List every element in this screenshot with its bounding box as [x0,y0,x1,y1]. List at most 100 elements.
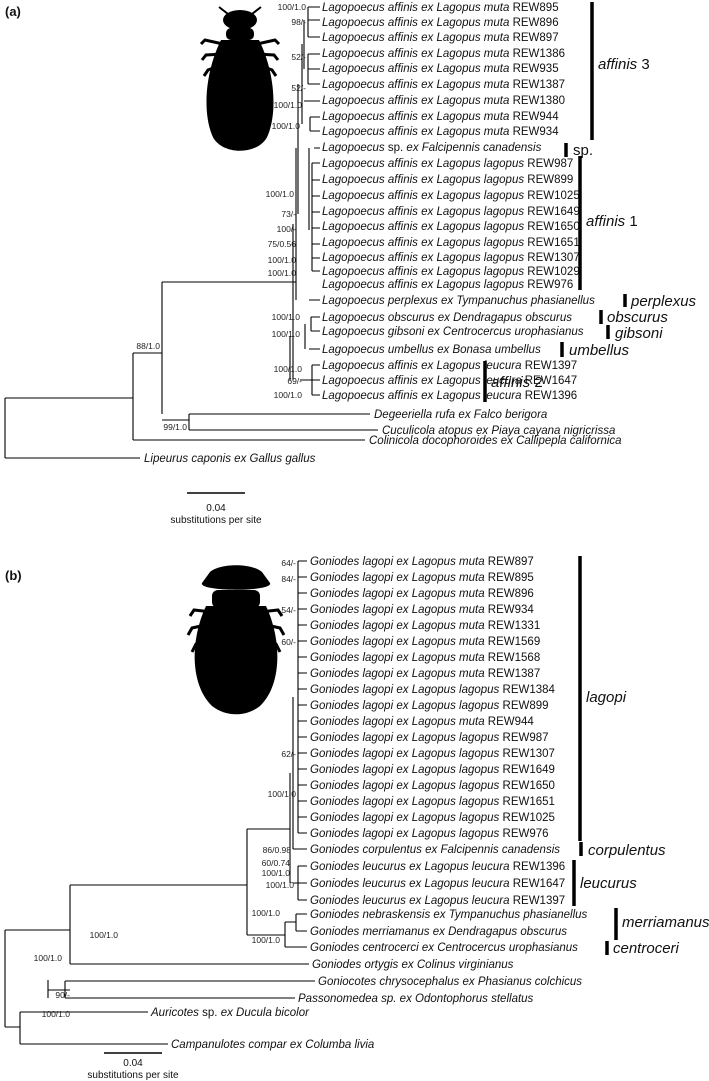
clade-label-perplexus: perplexus [630,293,697,310]
leaf-a-23: Lagopoecus umbellus ex Bonasa umbellus [322,344,541,356]
leaf-a-12: Lagopoecus affinis ex Lagopus lagopus RE… [322,174,573,186]
leaf-a-28: Cuculicola atopus ex Piaya cayana nigric… [382,425,615,437]
leaf-b-12: Goniodes lagopi ex Lagopus lagopus REW98… [310,732,549,744]
leaf-a-30: Lipeurus caponis ex Gallus gallus [144,453,316,465]
leaf-a-16: Lagopoecus affinis ex Lagopus lagopus RE… [322,237,580,249]
leaf-a-22: Lagopoecus gibsoni ex Centrocercus uroph… [322,326,584,338]
leaf-a-1: Lagopoecus affinis ex Lagopus muta REW89… [322,2,559,14]
tree-b-clades: lagopi corpulentus leucurus merriamanus … [572,556,709,957]
leaf-b-7: Goniodes lagopi ex Lagopus muta REW1568 [310,652,540,664]
support-b-7: 86/0.98 [263,845,292,855]
support-a-17: 69/- [287,376,302,386]
leaf-b-30: Campanulotes compar ex Columba livia [171,1039,374,1051]
leaf-a-24: Lagopoecus affinis ex Lagopus leucura RE… [322,360,577,372]
leaf-b-8: Goniodes lagopi ex Lagopus muta REW1387 [310,668,540,680]
support-b-12: 100/1.0 [252,935,281,945]
leaf-b-24: Goniodes merriamanus ex Dendragapus obsc… [310,926,567,938]
scale-caption-b: substitutions per site [87,1070,179,1081]
tree-a-branches [4,6,378,459]
leaf-b-15: Goniodes lagopi ex Lagopus lagopus REW16… [310,780,555,792]
support-b-5: 62/- [281,749,296,759]
tree-b-leaves: Goniodes lagopi ex Lagopus muta REW897 G… [150,556,588,1051]
support-a-13: 100/1.0 [272,312,301,322]
clade-label-obscurus: obscurus [607,309,668,326]
leaf-b-4: Goniodes lagopi ex Lagopus muta REW934 [310,604,534,616]
leaf-a-5: Lagopoecus affinis ex Lagopus muta REW93… [322,63,559,75]
support-a-4: 52/- [291,83,306,93]
support-b-6: 100/1.0 [268,789,297,799]
louse-silhouette-a [199,6,281,151]
support-a-5: 100/1.0 [274,100,303,110]
leaf-a-14: Lagopoecus affinis ex Lagopus lagopus RE… [322,206,580,218]
support-b-4: 60/- [281,637,296,647]
leaf-a-3: Lagopoecus affinis ex Lagopus muta REW89… [322,32,559,44]
support-b-1: 64/- [281,558,296,568]
leaf-b-19: Goniodes corpulentus ex Falcipennis cana… [310,844,560,856]
support-b-14: 100/1.0 [34,953,63,963]
support-a-7: 100/1.0 [266,189,295,199]
leaf-a-2: Lagopoecus affinis ex Lagopus muta REW89… [322,17,559,29]
leaf-a-26: Lagopoecus affinis ex Lagopus leucura RE… [322,390,577,402]
leaf-b-29: Auricotes sp. ex Ducula bicolor [150,1007,310,1019]
scale-caption-a: substitutions per site [170,515,262,526]
support-a-1: 100/1.0 [278,2,307,12]
support-a-14: 100/1.0 [272,329,301,339]
leaf-b-14: Goniodes lagopi ex Lagopus lagopus REW16… [310,764,555,776]
clade-label-centroceri: centroceri [613,940,680,957]
clade-label-affinis-3: affinis 3 [598,56,650,73]
support-b-2: 84/- [281,574,296,584]
support-a-9: 100/- [277,224,297,234]
support-a-15: 88/1.0 [136,341,160,351]
leaf-b-18: Goniodes lagopi ex Lagopus lagopus REW97… [310,828,549,840]
leaf-b-28: Passonomedea sp. ex Odontophorus stellat… [298,993,534,1005]
panel-a: (a) Lagopoecus affinis ex Lagopus muta [4,2,697,526]
leaf-a-15: Lagopoecus affinis ex Lagopus lagopus RE… [322,221,580,233]
leaf-a-19: Lagopoecus affinis ex Lagopus lagopus RE… [322,279,573,291]
scale-value-a: 0.04 [206,503,226,514]
support-b-11: 100/1.0 [252,908,281,918]
tree-b-branches [4,560,315,1045]
leaf-a-27: Degeeriella rufa ex Falco berigora [374,409,547,421]
leaf-b-21: Goniodes leucurus ex Lagopus leucura REW… [310,878,565,890]
clade-label-umbellus: umbellus [569,342,630,359]
leaf-b-10: Goniodes lagopi ex Lagopus lagopus REW89… [310,700,549,712]
leaf-a-25: Lagopoecus affinis ex Lagopus leucura RE… [322,375,577,387]
support-b-3: 54/- [281,605,296,615]
leaf-b-3: Goniodes lagopi ex Lagopus muta REW896 [310,588,534,600]
support-b-9: 100/1.0 [262,868,291,878]
clade-label-merriamanus: merriamanus [622,914,709,931]
clade-label-gibsoni: gibsoni [615,325,663,342]
tree-a-clades: affinis 3 sp. affinis 1 perplexus obscur… [483,2,697,402]
panel-b-label: (b) [5,568,22,583]
leaf-b-27: Goniocotes chrysocephalus ex Phasianus c… [318,976,582,988]
support-a-2: 98/- [291,17,306,27]
louse-silhouette-b [186,565,286,715]
leaf-a-29: Colinicola docophoroides ex Callipepla c… [369,435,622,447]
tree-a-leaves: Lagopoecus affinis ex Lagopus muta REW89… [144,2,622,465]
leaf-a-21: Lagopoecus obscurus ex Dendragapus obscu… [322,312,572,324]
leaf-b-26: Goniodes ortygis ex Colinus virginianus [312,959,514,971]
leaf-b-23: Goniodes nebraskensis ex Tympanuchus pha… [310,909,588,921]
support-a-3: 52/- [291,52,306,62]
leaf-a-7: Lagopoecus affinis ex Lagopus muta REW13… [322,95,565,107]
leaf-b-25: Goniodes centrocerci ex Centrocercus uro… [310,942,578,954]
leaf-b-5: Goniodes lagopi ex Lagopus muta REW1331 [310,620,540,632]
scale-bar-a: 0.04 substitutions per site [170,492,262,526]
support-a-12: 100/1.0 [268,268,297,278]
support-a-11: 100/1.0 [268,255,297,265]
support-a-8: 73/- [281,209,296,219]
leaf-a-8: Lagopoecus affinis ex Lagopus muta REW94… [322,111,559,123]
leaf-b-2: Goniodes lagopi ex Lagopus muta REW895 [310,572,534,584]
leaf-b-20: Goniodes leucurus ex Lagopus leucura REW… [310,861,565,873]
support-a-19: 99/1.0 [163,422,187,432]
support-b-10: 100/1.0 [266,880,295,890]
tree-a-supports: 100/1.0 98/- 52/- 52/- 100/1.0 100/1.0 1… [136,2,306,432]
leaf-b-1: Goniodes lagopi ex Lagopus muta REW897 [310,556,534,568]
leaf-b-9: Goniodes lagopi ex Lagopus lagopus REW13… [310,684,556,696]
leaf-a-13: Lagopoecus affinis ex Lagopus lagopus RE… [322,190,580,202]
support-a-18: 100/1.0 [274,390,303,400]
scale-bar-b: 0.04 substitutions per site [87,1052,179,1081]
leaf-b-22: Goniodes leucurus ex Lagopus leucura REW… [310,895,565,907]
clade-label-sp: sp. [573,142,593,159]
clade-label-corpulentus: corpulentus [588,842,666,859]
